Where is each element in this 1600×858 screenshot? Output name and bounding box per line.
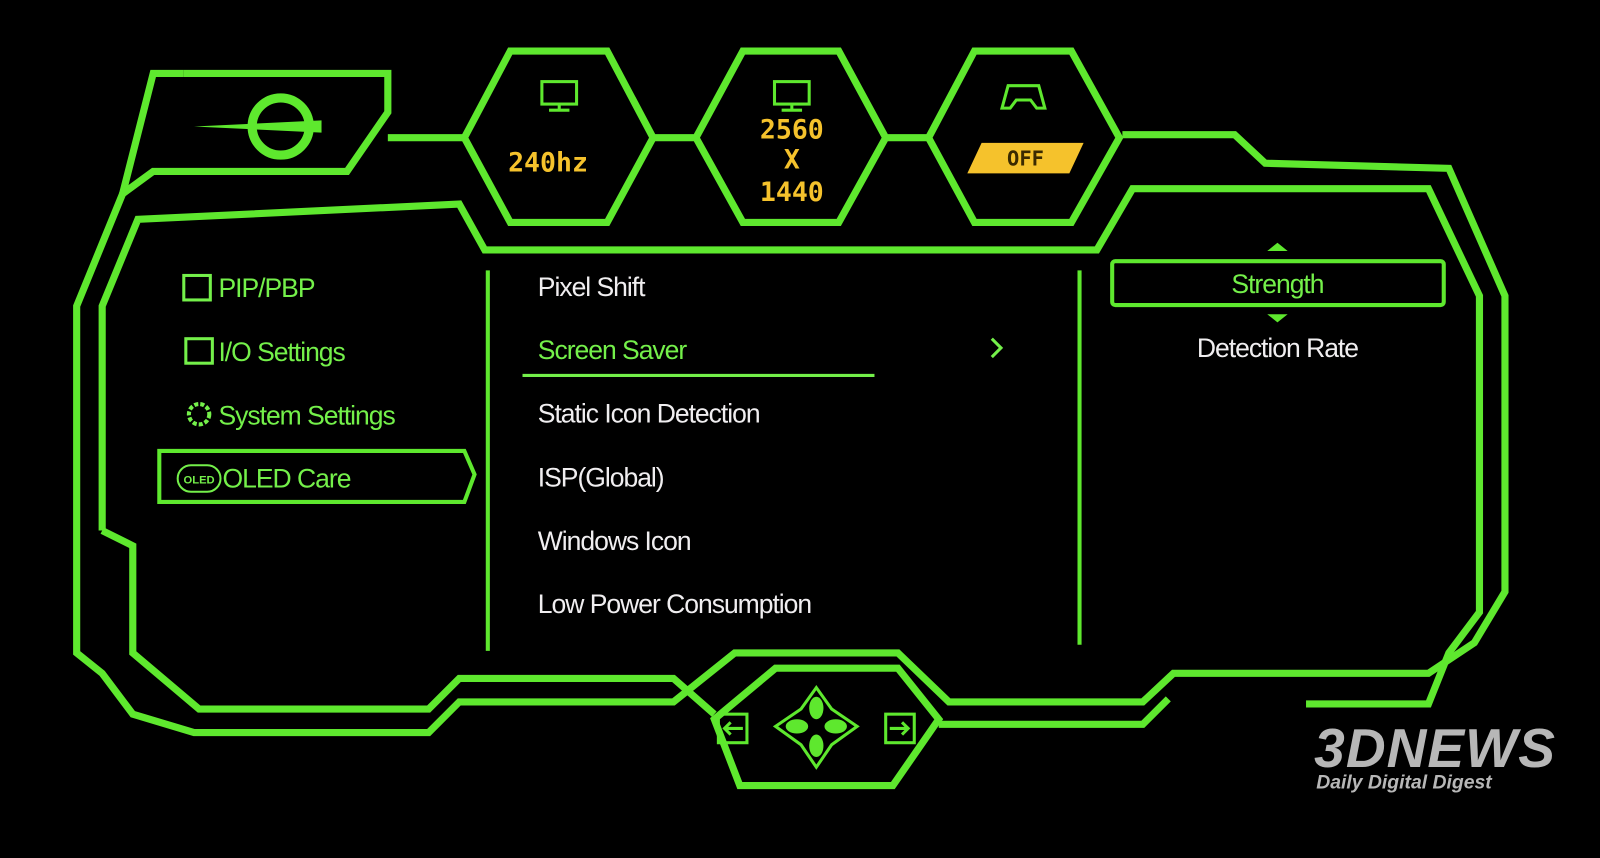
arrow-up-icon[interactable] xyxy=(1267,242,1288,251)
svg-text:OLED: OLED xyxy=(184,475,215,487)
option-strength[interactable]: Strength xyxy=(1110,259,1446,308)
frame xyxy=(73,47,1509,790)
sidebar-item-pip[interactable]: PIP/PBP xyxy=(182,273,316,303)
submenu-item-static-icon-detection[interactable]: Static Icon Detection xyxy=(538,398,761,428)
resolution-x: X xyxy=(784,144,800,175)
svg-text:Screen Saver: Screen Saver xyxy=(538,335,688,365)
submenu-item-pixel-shift[interactable]: Pixel Shift xyxy=(538,272,647,302)
refresh-rate-value: 240hz xyxy=(508,147,588,178)
pip-icon xyxy=(182,273,212,302)
svg-text:Strength: Strength xyxy=(1231,269,1323,299)
svg-text:PIP/PBP: PIP/PBP xyxy=(218,273,314,303)
sidebar-item-oled-care[interactable]: OLED OLED Care xyxy=(157,448,477,504)
svg-text:System Settings: System Settings xyxy=(218,400,395,430)
svg-text:OLED Care: OLED Care xyxy=(223,464,351,494)
oled-icon xyxy=(176,464,222,493)
submenu-item-screen-saver[interactable]: Screen Saver xyxy=(522,335,1004,377)
sidebar-item-system-settings[interactable]: System Settings xyxy=(186,400,397,430)
refresh-rate-icon xyxy=(540,80,579,112)
submenu-item-isp-global[interactable]: ISP(Global) xyxy=(538,463,665,493)
gear-icon xyxy=(186,401,212,427)
watermark: 3DNEWS Daily Digital Digest xyxy=(1314,717,1555,793)
game-mode-badge[interactable]: OFF xyxy=(967,142,1084,174)
input-icon xyxy=(184,337,214,365)
submenu-item-windows-icon[interactable]: Windows Icon xyxy=(538,526,692,556)
exit-left-icon xyxy=(716,712,749,745)
submenu-item-low-power[interactable]: Low Power Consumption xyxy=(538,589,813,619)
option-detection-rate[interactable]: Detection Rate xyxy=(1197,333,1359,363)
sidebar-item-io-settings[interactable]: I/O Settings xyxy=(184,337,347,367)
resolution-height: 1440 xyxy=(760,177,824,208)
resolution-icon xyxy=(772,80,811,112)
arrow-down-icon[interactable] xyxy=(1267,314,1288,323)
enter-right-icon xyxy=(884,712,916,745)
brand-logo-icon xyxy=(193,93,322,160)
joystick-icon xyxy=(772,684,860,770)
resolution-width: 2560 xyxy=(760,115,824,146)
svg-text:3DNEWS: 3DNEWS xyxy=(1314,717,1555,779)
svg-text:I/O Settings: I/O Settings xyxy=(218,337,345,367)
svg-text:Daily Digital Digest: Daily Digital Digest xyxy=(1316,772,1493,794)
chevron-right-icon xyxy=(990,337,1004,359)
gamepad-icon xyxy=(999,84,1047,110)
game-mode-value: OFF xyxy=(1007,146,1044,170)
